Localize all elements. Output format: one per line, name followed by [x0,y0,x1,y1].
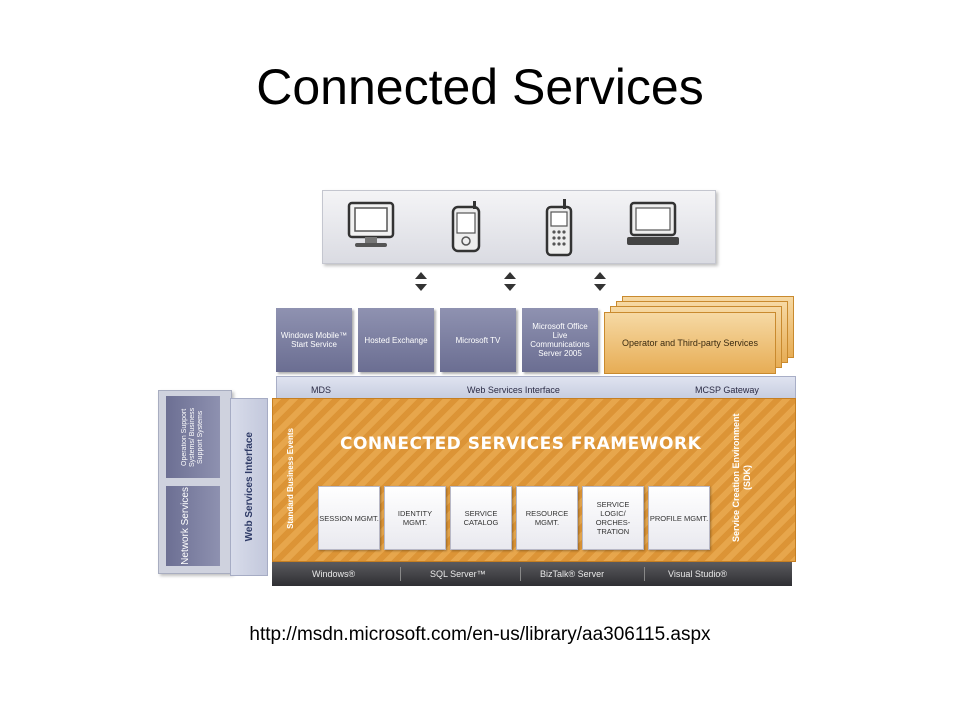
module-label: SERVICE LOGIC/ ORCHES- TRATION [595,500,631,536]
platform-sql-server: SQL Server™ [430,569,486,579]
web-services-interface-vertical-label: Web Services Interface [243,432,255,542]
module-label: IDENTITY MGMT. [397,509,433,527]
module-service-logic: SERVICE LOGIC/ ORCHES- TRATION [582,486,644,550]
mobile-phone-icon [545,199,573,257]
platform-windows: Windows® [312,569,356,579]
module-service-catalog: SERVICE CATALOG [450,486,512,550]
service-creation-environment-band: Service Creation Environment (SDK) [726,402,766,554]
platform-visual-studio: Visual Studio® [668,569,728,579]
slide-title: Connected Services [256,59,704,115]
service-label: Microsoft TV [455,335,501,345]
ws-bar-web-services-interface: Web Services Interface [467,385,560,395]
module-profile-mgmt: PROFILE MGMT. [648,486,710,550]
platform-biztalk: BizTalk® Server [540,569,605,579]
laptop-icon [627,201,679,245]
oss-bss-label: Operation Support Systems/ Business Supp… [181,407,204,467]
ws-bar-mds: MDS [311,385,331,395]
service-hosted-exchange: Hosted Exchange [358,308,434,372]
pda-icon [451,201,481,253]
web-services-interface-column: Web Services Interface [230,398,268,576]
platform-separator [644,567,645,581]
service-office-live-communications: Microsoft Office Live Communications Ser… [522,308,598,372]
network-services-panel: Network Services [166,486,220,566]
desktop-monitor-icon [347,201,395,247]
devices-strip [322,190,716,264]
ws-bar-mcsp-gateway: MCSP Gateway [695,385,759,395]
service-label: Hosted Exchange [364,335,428,345]
operator-third-party-services: Operator and Third-party Services [604,312,776,374]
oss-bss-panel: Operation Support Systems/ Business Supp… [166,396,220,478]
standard-business-events-band: Standard Business Events [276,402,304,554]
module-label: SESSION MGMT. [319,513,379,523]
framework-title: CONNECTED SERVICES FRAMEWORK [340,434,702,454]
platform-separator [520,567,521,581]
service-microsoft-tv: Microsoft TV [440,308,516,372]
source-url: http://msdn.microsoft.com/en-us/library/… [249,624,711,645]
service-label: Windows Mobile™ Start Service [280,331,348,349]
network-services-label: Network Services [180,487,191,565]
module-label: RESOURCE MGMT. [525,509,569,527]
module-label: PROFILE MGMT. [649,513,709,523]
service-label: Microsoft Office Live Communications Ser… [530,322,590,358]
module-session-mgmt: SESSION MGMT. [318,486,380,550]
standard-business-events-label: Standard Business Events [285,427,295,529]
devices-icons [347,199,679,257]
platform-bar: Windows® SQL Server™ BizTalk® Server Vis… [272,562,792,586]
service-creation-label: Service Creation Environment (SDK) [731,413,752,543]
platform-separator [400,567,401,581]
module-label: SERVICE CATALOG [463,509,499,527]
module-resource-mgmt: RESOURCE MGMT. [516,486,578,550]
service-windows-mobile-start: Windows Mobile™ Start Service [276,308,352,372]
module-identity-mgmt: IDENTITY MGMT. [384,486,446,550]
